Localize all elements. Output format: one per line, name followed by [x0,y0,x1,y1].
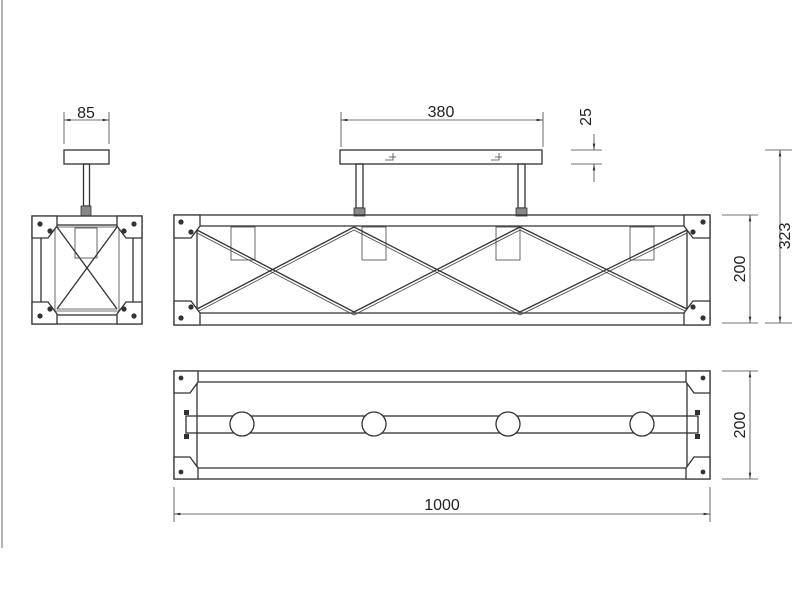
dimension-label-200-bottom: 200 [732,412,749,439]
side-lamp-holder [74,227,98,259]
dimension-label-200-front: 200 [732,256,749,283]
front-corner-bracket [173,214,201,239]
front-view: 380 [173,104,711,326]
dimension-body-height: 200 [722,214,758,324]
front-rod-left [355,163,364,209]
front-lamp-holder [230,226,256,261]
side-frame-inner [40,224,134,316]
side-view: 85 [31,105,143,325]
dimension-total-length: 1000 [173,487,711,522]
dimension-side-canopy-width: 85 [63,105,110,144]
front-cross-bracing [196,226,688,316]
bottom-view [173,370,711,480]
side-canopy [63,149,110,165]
bottom-bulb [229,411,255,437]
dimension-label-1000: 1000 [424,497,460,514]
side-rod-connector [80,205,92,217]
side-rod [82,163,91,207]
dimension-label-323: 323 [777,223,794,250]
canopy-screw [385,153,396,161]
dimension-label-380: 380 [428,104,455,121]
dimension-label-25: 25 [578,108,595,126]
front-canopy [339,149,543,165]
dimension-rod-spacing: 380 [340,104,544,147]
front-frame-outer [173,214,711,326]
front-rod-right [517,163,526,209]
dimension-label-85: 85 [77,105,95,122]
dimension-canopy-height: 25 [571,108,602,182]
dimension-total-height: 323 [765,149,794,324]
bottom-center-rail [185,415,699,434]
bottom-frame-outer [173,370,711,480]
side-corner-bracket [31,215,58,239]
side-frame-outer [31,215,143,325]
bottom-corner-bracket [173,370,199,394]
dimension-body-depth: 200 [722,370,758,480]
